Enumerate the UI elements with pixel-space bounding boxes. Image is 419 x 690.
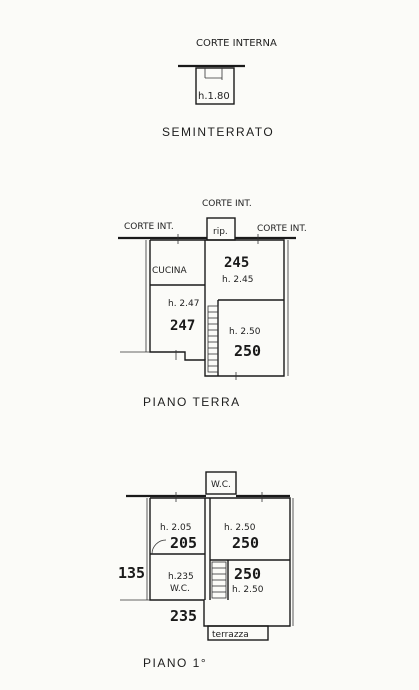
first-floor-title: PIANO 1° bbox=[143, 656, 207, 670]
first-value-250a: 250 bbox=[232, 534, 259, 552]
first-value-235: 235 bbox=[170, 607, 197, 625]
basement-courtyard-label: CORTE INTERNA bbox=[196, 38, 277, 49]
first-wc-top-label: W.C. bbox=[211, 480, 231, 490]
ground-floor-title: PIANO TERRA bbox=[143, 395, 241, 409]
ground-height-245: h. 2.45 bbox=[222, 275, 253, 285]
ground-value-245: 245 bbox=[224, 255, 249, 271]
first-stairs bbox=[211, 561, 227, 599]
ground-stairs bbox=[207, 305, 219, 373]
first-height-205: h. 2.05 bbox=[160, 523, 191, 533]
basement-room bbox=[195, 67, 235, 105]
first-height-235: h.235 bbox=[168, 572, 194, 582]
first-wc-top-box bbox=[205, 471, 237, 495]
first-terrace-label: terrazza bbox=[212, 630, 249, 640]
basement-height-label: h.1.80 bbox=[198, 91, 230, 102]
ground-courtyard-top-label: CORTE INT. bbox=[202, 199, 252, 209]
ground-courtyard-right-label: CORTE INT. bbox=[257, 224, 307, 234]
ground-floor-plan: CORTE INT. CORTE INT. CORTE INT. rip. bbox=[118, 199, 307, 409]
first-wc-label: W.C. bbox=[170, 584, 190, 594]
first-value-135: 135 bbox=[118, 564, 145, 582]
basement-plan: CORTE INTERNA h.1.80 SEMINTERRATO bbox=[162, 38, 277, 139]
basement-title: SEMINTERRATO bbox=[162, 125, 274, 139]
first-terrace-box bbox=[207, 625, 269, 641]
ground-value-250: 250 bbox=[234, 342, 261, 360]
ground-kitchen-label: CUCINA bbox=[152, 266, 188, 276]
ground-entry-label: rip. bbox=[213, 227, 228, 237]
first-value-205: 205 bbox=[170, 534, 197, 552]
ground-courtyard-left-label: CORTE INT. bbox=[124, 222, 174, 232]
ground-height-250: h. 2.50 bbox=[229, 327, 261, 337]
first-door-swing bbox=[151, 539, 167, 555]
ground-height-247: h. 2.47 bbox=[168, 299, 199, 309]
ground-value-247: 247 bbox=[170, 318, 195, 334]
first-value-250b: 250 bbox=[234, 565, 261, 583]
first-height-250b: h. 2.50 bbox=[232, 585, 264, 595]
first-height-250a: h. 2.50 bbox=[224, 523, 256, 533]
first-floor-plan: W.C. terrazza h. bbox=[118, 471, 294, 670]
